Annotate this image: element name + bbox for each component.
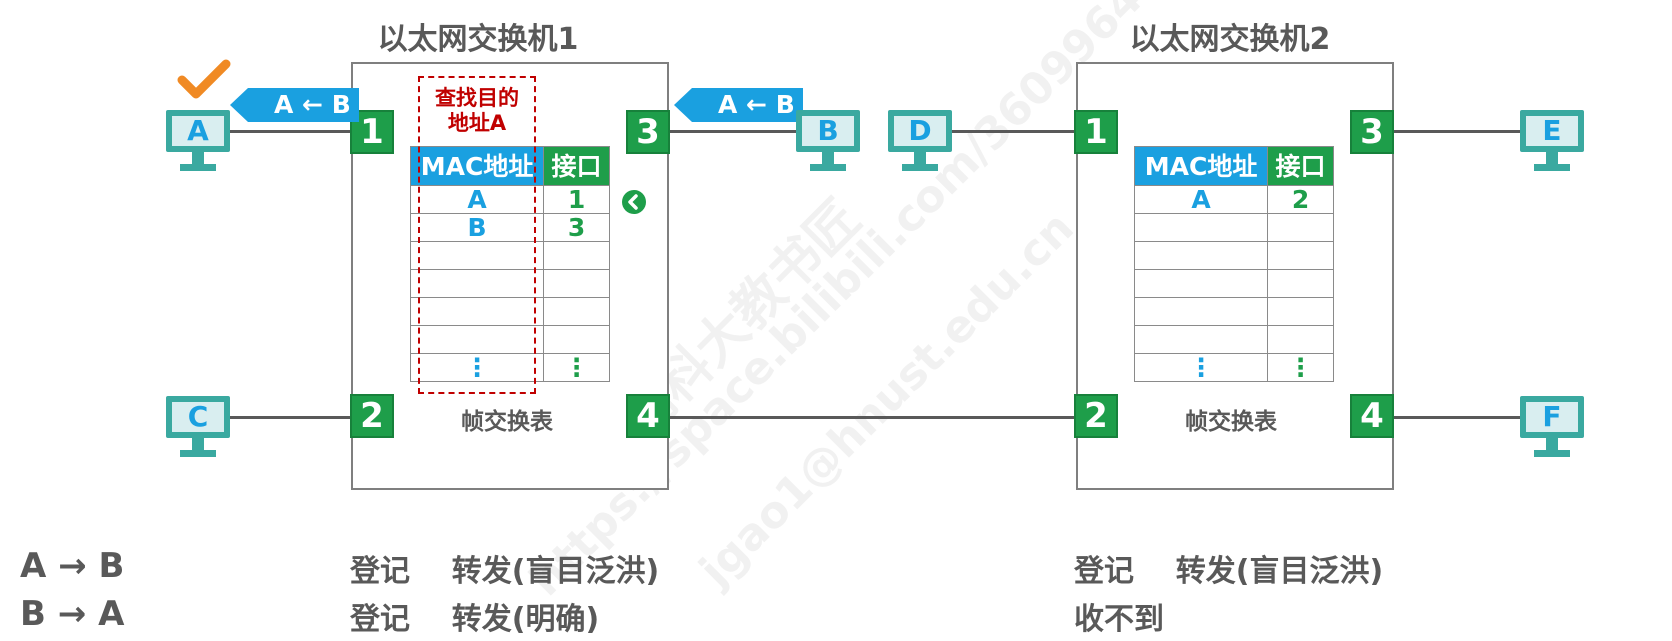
mac-cell: A	[1133, 185, 1269, 214]
port-cell: ⋮	[1267, 353, 1334, 382]
switch1-table-caption: 帧交换表	[461, 409, 553, 435]
wire-port3-e	[1394, 130, 1522, 133]
host-d[interactable]: D	[888, 110, 952, 178]
check-icon	[177, 59, 231, 99]
switch2-table-header-mac: MAC地址	[1133, 146, 1269, 186]
switch1-port-3[interactable]: 3	[626, 110, 670, 154]
port-cell: 2	[1267, 185, 1334, 214]
table-row	[1133, 213, 1334, 242]
table-row	[409, 325, 610, 354]
host-c[interactable]: C	[166, 396, 230, 464]
mac-cell	[1133, 269, 1269, 298]
port-cell	[1267, 325, 1334, 354]
port-cell	[543, 241, 610, 270]
switch2-port-4[interactable]: 4	[1350, 394, 1394, 438]
table-row	[1133, 297, 1334, 326]
table-row	[409, 297, 610, 326]
table-row	[409, 269, 610, 298]
table-row: ⋮⋮	[1133, 353, 1334, 382]
mac-cell: B	[409, 213, 545, 242]
mac-cell	[1133, 213, 1269, 242]
port-cell	[543, 269, 610, 298]
port-cell	[1267, 241, 1334, 270]
port-cell	[1267, 297, 1334, 326]
host-e-label: E	[1542, 114, 1562, 147]
search-highlight-box	[418, 76, 536, 394]
host-b[interactable]: B	[796, 110, 860, 178]
mac-cell	[1133, 325, 1269, 354]
host-a[interactable]: A	[166, 110, 230, 178]
switch2-table-caption: 帧交换表	[1185, 409, 1277, 435]
flow-a-to-b: A → B	[20, 546, 125, 586]
mac-cell: A	[409, 185, 545, 214]
wire-port3-b	[668, 130, 796, 133]
wire-port4-f	[1394, 416, 1522, 419]
switch1-action-ab: 登记 转发(盲目泛洪)	[350, 554, 660, 589]
mac-cell	[1133, 297, 1269, 326]
host-f-label: F	[1542, 400, 1562, 433]
switch1-title: 以太网交换机1	[377, 22, 579, 57]
port-cell: 1	[543, 185, 610, 214]
port-cell: ⋮	[543, 353, 610, 382]
switch2-action-ab: 登记 转发(盲目泛洪)	[1074, 554, 1384, 589]
switch2-port-1[interactable]: 1	[1074, 110, 1118, 154]
table-row	[1133, 325, 1334, 354]
wire-c-port2	[224, 416, 354, 419]
wire-a-port1	[224, 130, 354, 133]
mac-cell	[1133, 241, 1269, 270]
search-label-line1: 查找目的	[435, 86, 519, 110]
mac-cell	[409, 269, 545, 298]
flow-b-to-a: B → A	[20, 594, 125, 634]
mac-cell: ⋮	[409, 353, 545, 382]
switch2-title: 以太网交换机2	[1129, 22, 1331, 57]
switch2-port-2[interactable]: 2	[1074, 394, 1118, 438]
host-c-label: C	[187, 400, 209, 433]
search-label-line2: 地址A	[447, 111, 507, 135]
frame-tag-left: A ← B	[230, 88, 359, 122]
table-row	[1133, 241, 1334, 270]
wire-d-port1	[950, 130, 1076, 133]
host-b-label: B	[817, 114, 839, 147]
frame-tag-right: A ← B	[674, 88, 803, 122]
mac-cell	[409, 241, 545, 270]
table-row	[1133, 269, 1334, 298]
switch1-action-ba: 登记 转发(明确)	[350, 602, 600, 637]
port-cell	[1267, 269, 1334, 298]
row-pointer-icon	[622, 190, 646, 214]
switch1-table-header-port: 接口	[543, 146, 610, 186]
switch1-port-4[interactable]: 4	[626, 394, 670, 438]
port-cell	[543, 297, 610, 326]
switch1-port-2[interactable]: 2	[350, 394, 394, 438]
port-cell: 3	[543, 213, 610, 242]
mac-cell: ⋮	[1133, 353, 1269, 382]
port-cell	[1267, 213, 1334, 242]
host-d-label: D	[908, 114, 932, 147]
table-row: ⋮⋮	[409, 353, 610, 382]
wire-sw1-sw2	[668, 416, 1076, 419]
switch2-table-header-port: 接口	[1267, 146, 1334, 186]
host-a-label: A	[187, 114, 209, 147]
switch2-port-3[interactable]: 3	[1350, 110, 1394, 154]
host-f[interactable]: F	[1520, 396, 1584, 464]
host-e[interactable]: E	[1520, 110, 1584, 178]
switch2-action-ba: 收不到	[1074, 602, 1164, 637]
switch1-table-header-mac: MAC地址	[409, 146, 545, 186]
port-cell	[543, 325, 610, 354]
